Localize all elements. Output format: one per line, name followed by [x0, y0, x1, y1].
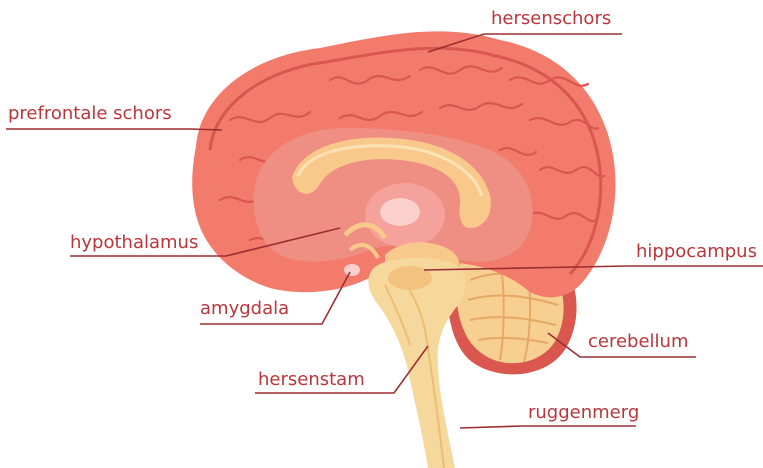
- brainstem-shape: [368, 258, 465, 468]
- label-cerebellum: cerebellum: [588, 331, 689, 353]
- label-brainstem: hersenstam: [258, 369, 365, 391]
- label-hypothalamus: hypothalamus: [70, 232, 198, 254]
- label-spinal-cord: ruggenmerg: [528, 402, 639, 424]
- label-hippocampus: hippocampus: [636, 241, 757, 263]
- amygdala-shape: [344, 264, 360, 276]
- label-prefrontal-cortex: prefrontale schors: [8, 103, 172, 125]
- label-cortex: hersenschors: [491, 8, 611, 30]
- label-amygdala: amygdala: [200, 298, 289, 320]
- leader-line-spinal-cord: [460, 426, 636, 428]
- leader-line-prefrontal: [6, 129, 222, 130]
